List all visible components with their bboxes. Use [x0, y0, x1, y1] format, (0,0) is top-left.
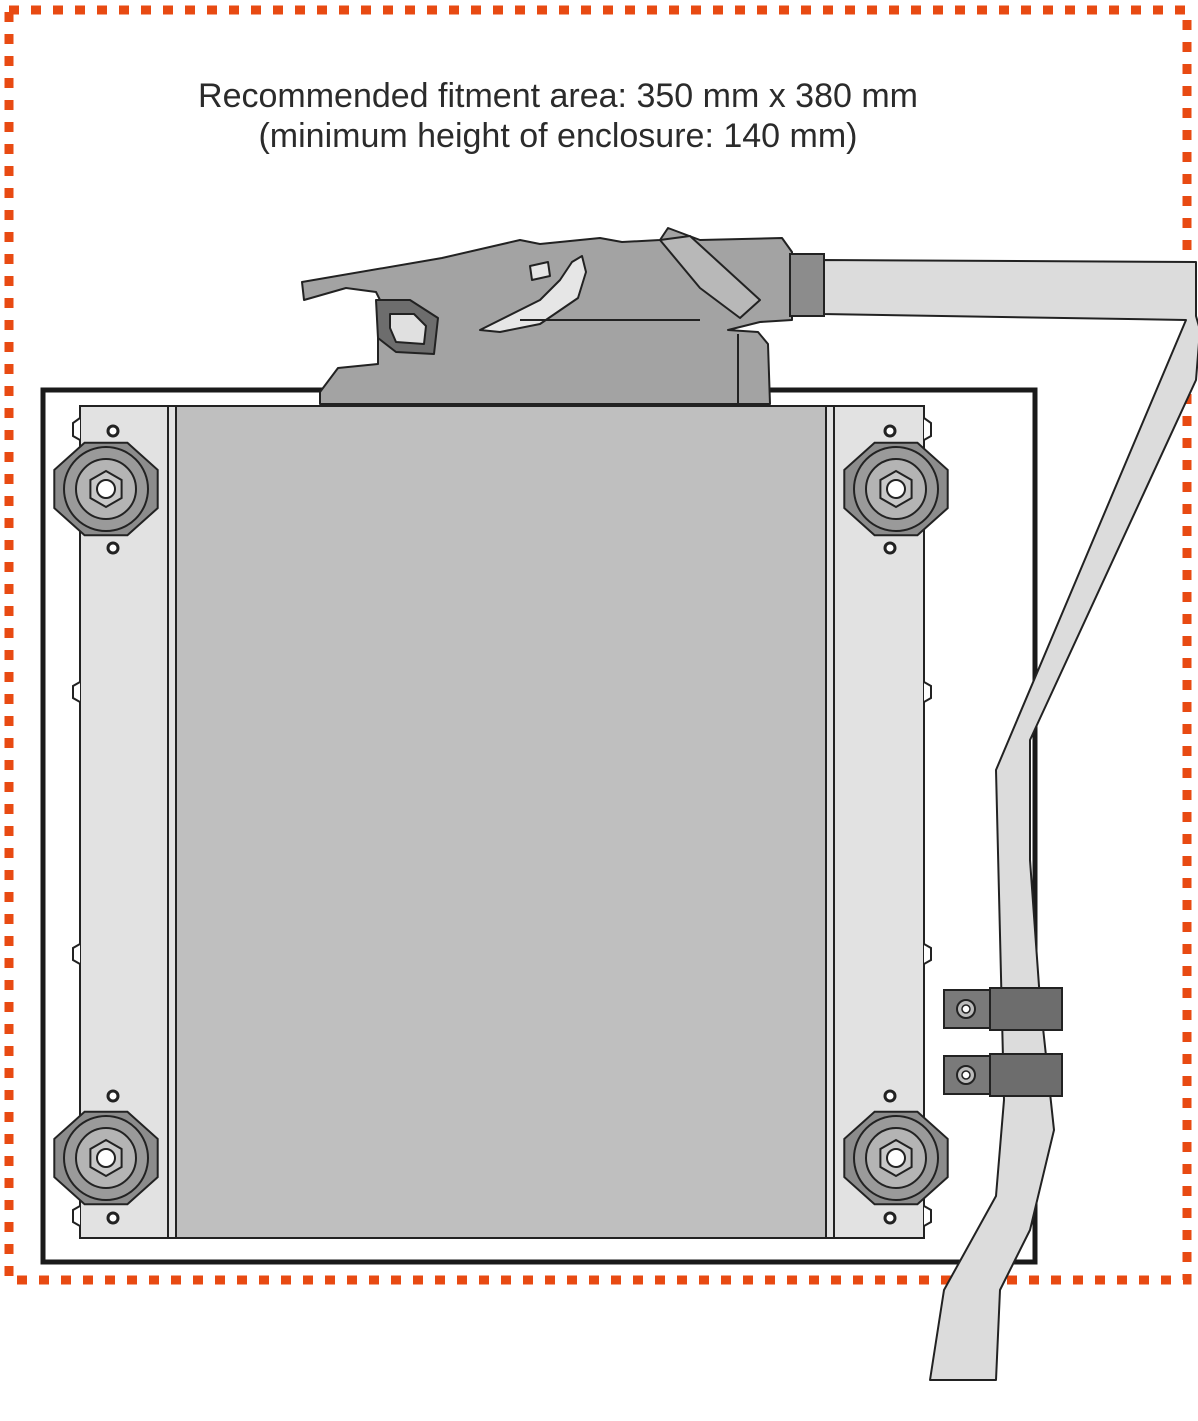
screw-hole: [883, 424, 897, 438]
cable-connector: [301, 227, 793, 405]
cable-sleeve: [789, 253, 825, 317]
screw-hole: [106, 1211, 120, 1225]
cable-clamp-upper: [943, 987, 1063, 1031]
rail-screws: [106, 424, 897, 1225]
fitment-area-border: [4, 5, 1192, 1285]
fitment-area-caption: Recommended fitment area: 350 mm x 380 m…: [198, 77, 918, 115]
left-mounting-rail: [72, 405, 177, 1239]
cable-clamp-lower: [943, 1053, 1063, 1097]
screw-hole: [106, 541, 120, 555]
vibration-mount: [53, 1110, 159, 1206]
vibration-mount: [843, 1110, 949, 1206]
right-mounting-rail: [825, 405, 932, 1239]
enclosure-height-caption: (minimum height of enclosure: 140 mm): [258, 117, 858, 155]
vibration-mounts: [53, 441, 949, 1206]
screw-hole: [883, 1089, 897, 1103]
screw-hole: [883, 541, 897, 555]
screw-hole: [883, 1211, 897, 1225]
screw-hole: [106, 424, 120, 438]
vibration-mount: [843, 441, 949, 537]
cable: [821, 259, 1198, 1381]
unit-body: [175, 405, 827, 1239]
screw-hole: [106, 1089, 120, 1103]
vibration-mount: [53, 441, 159, 537]
